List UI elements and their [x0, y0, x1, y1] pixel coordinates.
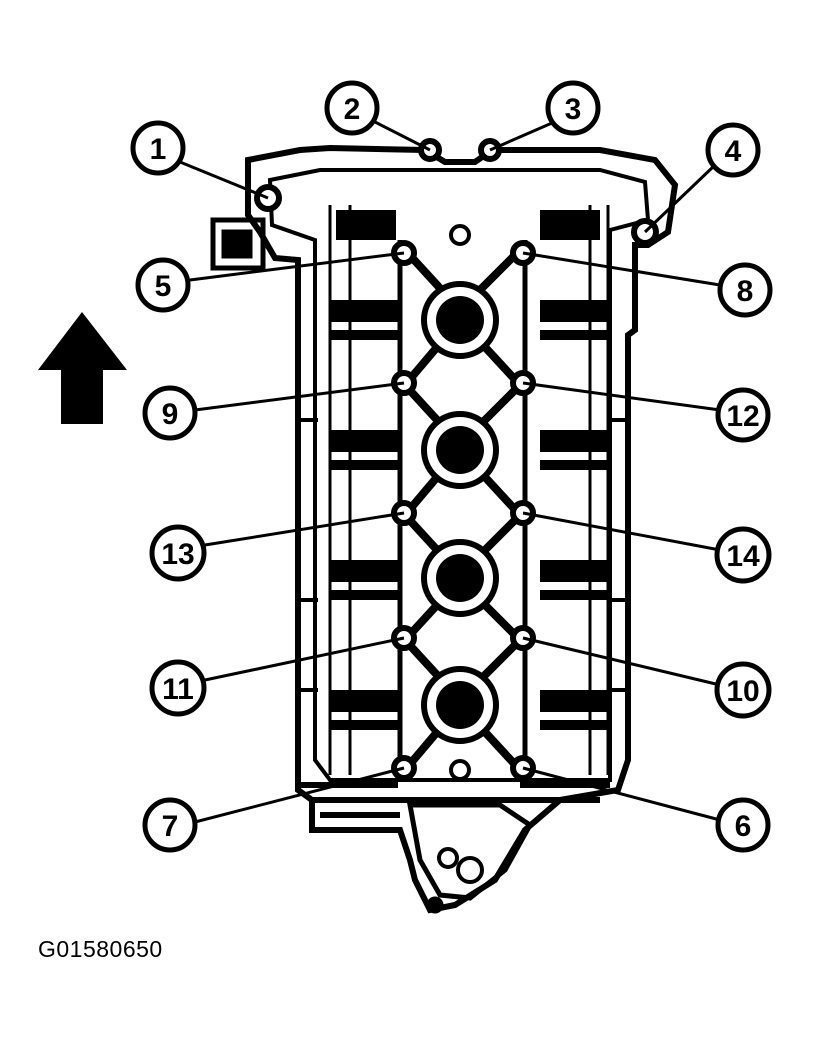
callout-2: 2 [324, 80, 380, 136]
callout-label: 10 [726, 675, 759, 708]
callout-label: 8 [737, 275, 754, 308]
callout-13: 13 [149, 524, 207, 582]
callout-12: 12 [715, 387, 771, 443]
callout-label: 1 [150, 133, 167, 166]
callout-label: 5 [155, 270, 172, 303]
callout-10: 10 [714, 661, 772, 719]
camshaft-lobes [330, 210, 610, 730]
callout-14: 14 [714, 526, 772, 584]
figure-id: G01580650 [38, 936, 163, 962]
callout-7: 7 [142, 797, 198, 853]
spark-plug-bosses [421, 224, 499, 781]
callout-8: 8 [717, 262, 773, 318]
callout-label: 11 [162, 673, 194, 706]
callout-label: 6 [735, 810, 752, 843]
callout-6: 6 [715, 797, 771, 853]
callout-label: 14 [726, 540, 760, 573]
bolt-hole [510, 500, 536, 526]
callout-label: 2 [344, 93, 361, 126]
callout-label: 13 [161, 538, 194, 571]
callout-label: 3 [565, 93, 582, 126]
callout-4: 4 [705, 122, 761, 178]
callout-9: 9 [142, 385, 198, 441]
callout-3: 3 [545, 80, 601, 136]
callout-11: 11 [149, 659, 207, 717]
callout-5: 5 [135, 257, 191, 313]
callout-1: 1 [130, 120, 186, 176]
callout-label: 12 [726, 400, 759, 433]
leader-lines [179, 120, 721, 824]
callout-label: 7 [162, 810, 179, 843]
arrow-up-icon [38, 312, 127, 424]
callout-label: 4 [725, 135, 742, 168]
callout-label: 9 [162, 398, 179, 431]
